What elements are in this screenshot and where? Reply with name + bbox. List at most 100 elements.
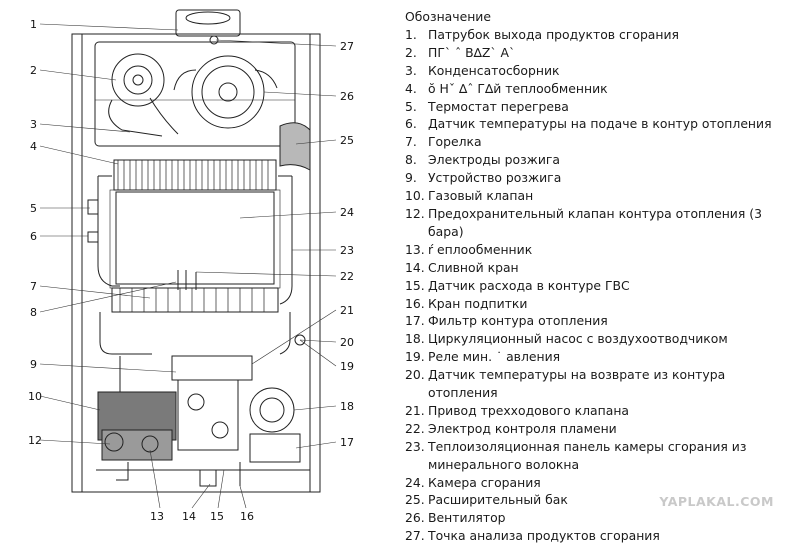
legend-heading: Обозначение: [405, 9, 491, 24]
expansion-tank: [279, 122, 311, 171]
legend-item: 7. Горелка: [405, 133, 797, 151]
legend-item-number: 2.: [405, 44, 417, 60]
legend-item-number: 19.: [405, 349, 425, 365]
legend-item-number: 13.: [405, 241, 425, 257]
legend-item: 25.Расширительный бак: [405, 491, 797, 509]
legend-item: 14.Сливной кран: [405, 259, 797, 277]
callout-20: 20: [340, 336, 354, 349]
legend-item: 1. Патрубок выхода продуктов сгорания: [405, 26, 797, 44]
legend-item: 3. Конденсатосборник: [405, 62, 797, 80]
legend: Обозначение 1. Патрубок выхода продуктов …: [405, 8, 797, 545]
callout-7: 7: [30, 280, 37, 293]
legend-item-text: Расширительный бак: [428, 492, 568, 508]
watermark: YAPLAKAL.COM: [659, 494, 774, 509]
legend-item-number: 3.: [405, 62, 417, 78]
callout-15: 15: [210, 510, 224, 523]
legend-item-number: 18.: [405, 331, 425, 347]
legend-item-number: 15.: [405, 277, 425, 293]
callout-27: 27: [340, 40, 354, 53]
legend-item-text: Электроды розжига: [428, 152, 560, 168]
legend-item: 8. Электроды розжига: [405, 151, 797, 169]
legend-item-text: Патрубок выхода продуктов сгорания: [428, 26, 680, 42]
legend-item: 24.Камера сгорания: [405, 474, 797, 492]
callout-1: 1: [30, 18, 37, 31]
legend-item-number: 10.: [405, 188, 425, 204]
legend-item-text: Привод трехходового клапана: [428, 402, 630, 418]
callout-5: 5: [30, 202, 37, 215]
callout-25: 25: [340, 134, 354, 147]
legend-item-text: ŕ еплообменник: [428, 241, 533, 257]
callout-18: 18: [340, 400, 354, 413]
legend-item: 19.Реле мин. ˙ авления: [405, 348, 797, 366]
pump: [249, 387, 295, 433]
legend-item-number: 25.: [405, 492, 425, 508]
legend-item-text: Теплоизоляционная панель камеры сгорания…: [428, 438, 747, 472]
boiler-diagram: 1 2 3 4 5 6 7 8 9 10 12 13 14 15 16 17 1…: [28, 9, 354, 523]
callout-24: 24: [340, 206, 354, 219]
legend-item-text: Датчик температуры на возврате из контур…: [428, 367, 726, 401]
legend-item-number: 6.: [405, 116, 417, 132]
legend-item-text: Электрод контроля пламени: [428, 420, 617, 436]
legend-item-number: 12.: [405, 205, 425, 221]
legend-item-text: ПГ` ˆ В∆Z` А`: [428, 44, 516, 60]
legend-item-number: 16.: [405, 295, 425, 311]
callout-23: 23: [340, 244, 354, 257]
legend-item-text: Датчик температуры на подаче в контур от…: [428, 116, 772, 132]
callout-9: 9: [30, 358, 37, 371]
legend-item-number: 17.: [405, 313, 425, 329]
legend-item: 12.Предохранительный клапан контура отоп…: [405, 205, 797, 241]
legend-item-number: 14.: [405, 259, 425, 275]
callout-19: 19: [340, 360, 354, 373]
legend-item: 6. Датчик температуры на подаче в контур …: [405, 115, 797, 133]
legend-item-text: Точка анализа продуктов сгорания: [428, 528, 660, 544]
legend-item-number: 4.: [405, 80, 417, 96]
legend-item-number: 20.: [405, 367, 425, 383]
heat-exchanger: [113, 159, 277, 191]
callout-16: 16: [240, 510, 254, 523]
legend-item-text: Горелка: [428, 134, 482, 150]
legend-item-text: Фильтр контура отопления: [428, 313, 608, 329]
legend-item-number: 8.: [405, 152, 417, 168]
callout-10: 10: [28, 390, 42, 403]
callout-22: 22: [340, 270, 354, 283]
legend-item-number: 24.: [405, 474, 425, 490]
legend-item: 21.Привод трехходового клапана: [405, 402, 797, 420]
callout-17: 17: [340, 436, 354, 449]
legend-item-text: Конденсатосборник: [428, 62, 560, 78]
legend-item-text: ŏ Hˇ ∆ˆ Г∆й теплообменник: [428, 80, 608, 96]
legend-item-number: 26.: [405, 510, 425, 526]
legend-item-number: 1.: [405, 26, 417, 42]
boiler-frame: [71, 33, 321, 493]
legend-item: 10.Газовый клапан: [405, 187, 797, 205]
legend-item: 2. ПГ` ˆ В∆Z` А`: [405, 44, 797, 62]
legend-item-text: Сливной кран: [428, 259, 519, 275]
legend-item: 23.Теплоизоляционная панель камеры сгора…: [405, 438, 797, 474]
legend-item-text: Датчик расхода в контуре ГВС: [428, 277, 630, 293]
legend-item: 17.Фильтр контура отопления: [405, 312, 797, 330]
legend-item-number: 21.: [405, 402, 425, 418]
callout-26: 26: [340, 90, 354, 103]
legend-item-number: 27.: [405, 528, 425, 544]
legend-item: 9.Устройство розжига: [405, 169, 797, 187]
legend-item-text: Предохранительный клапан контура отоплен…: [428, 205, 762, 239]
legend-item-text: Циркуляционный насос с воздухоотводчиком: [428, 331, 728, 347]
callout-6: 6: [30, 230, 37, 243]
callout-2: 2: [30, 64, 37, 77]
legend-item: 13.ŕ еплообменник: [405, 241, 797, 259]
legend-item: 26.Вентилятор: [405, 509, 797, 527]
fan: [191, 55, 265, 129]
legend-item-number: 22.: [405, 420, 425, 436]
legend-list: 1. Патрубок выхода продуктов сгорания 2. ПГ…: [405, 26, 797, 545]
legend-item: 22.Электрод контроля пламени: [405, 420, 797, 438]
flue-outlet: [175, 9, 241, 37]
legend-item: 4. ŏ Hˇ ∆ˆ Г∆й теплообменник: [405, 80, 797, 98]
legend-item: 27.Точка анализа продуктов сгорания: [405, 527, 797, 545]
callout-13: 13: [150, 510, 164, 523]
three-way-valve: [177, 379, 239, 451]
legend-item-number: 7.: [405, 134, 417, 150]
callout-12: 12: [28, 434, 42, 447]
burner: [111, 287, 279, 313]
callout-4: 4: [30, 140, 37, 153]
callout-3: 3: [30, 118, 37, 131]
component-2: [111, 53, 165, 107]
